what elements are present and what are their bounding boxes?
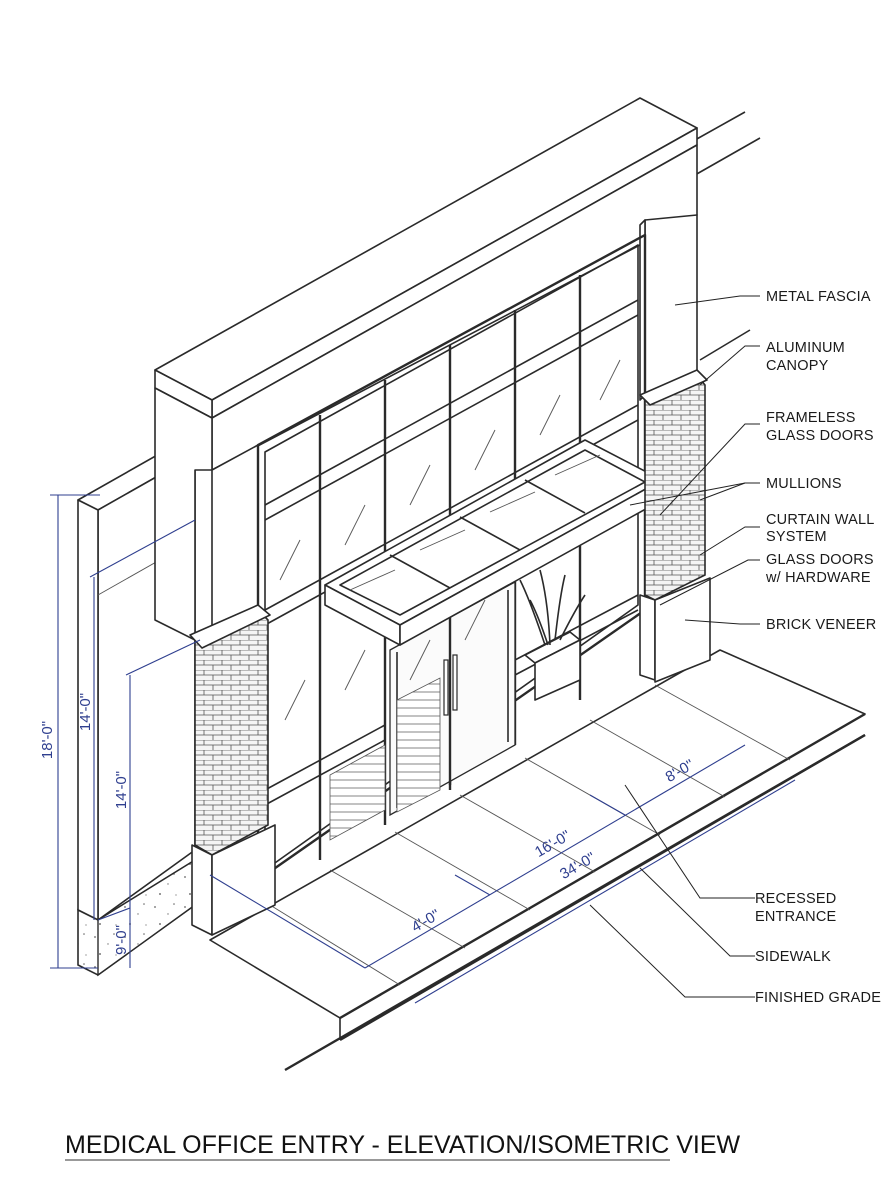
label-brick-veneer: BRICK VENEER — [766, 617, 876, 633]
label-curtain-wall-2: SYSTEM — [766, 529, 827, 545]
label-curtain-wall-1: CURTAIN WALL — [766, 512, 874, 528]
dim-base-height: 9'-0" — [113, 925, 130, 955]
dimension-lines — [50, 494, 796, 1004]
label-aluminum-canopy-2: CANOPY — [766, 358, 829, 374]
glass-doors-with-hardware — [329, 580, 516, 841]
label-recessed-entrance-2: ENTRANCE — [755, 909, 836, 925]
label-finished-grade: FINISHED GRADE — [755, 990, 881, 1006]
leader-lines — [589, 295, 760, 998]
drawing-title: MEDICAL OFFICE ENTRY - ELEVATION/ISOMETR… — [65, 1131, 740, 1159]
dim-inner-height: 14'-0" — [113, 771, 130, 809]
brick-veneer — [189, 369, 711, 936]
label-glass-doors-hardware-2: w/ HARDWARE — [765, 570, 871, 586]
label-mullions: MULLIONS — [766, 476, 842, 492]
aluminum-canopy — [324, 439, 663, 646]
label-metal-fascia: METAL FASCIA — [766, 289, 871, 305]
label-frameless-glass-doors-2: GLASS DOORS — [766, 428, 874, 444]
label-sidewalk: SIDEWALK — [755, 949, 831, 965]
label-recessed-entrance-1: RECESSED — [755, 891, 836, 907]
main-facade — [154, 97, 698, 651]
sidewalk-plane — [209, 649, 866, 1072]
dim-overall-height: 18'-0" — [39, 721, 56, 759]
label-aluminum-canopy-1: ALUMINUM — [766, 340, 845, 356]
drawing-title-block: MEDICAL OFFICE ENTRY - ELEVATION/ISOMETR… — [65, 1131, 740, 1161]
rear-wall-lines — [694, 111, 761, 361]
label-glass-doors-hardware-1: GLASS DOORS — [766, 552, 874, 568]
callout-labels: METAL FASCIA ALUMINUM CANOPY FRAMELESS G… — [755, 289, 881, 1006]
planter — [519, 569, 586, 701]
label-frameless-glass-doors-1: FRAMELESS — [766, 410, 856, 426]
dim-upper-height: 14'-0" — [77, 693, 94, 731]
